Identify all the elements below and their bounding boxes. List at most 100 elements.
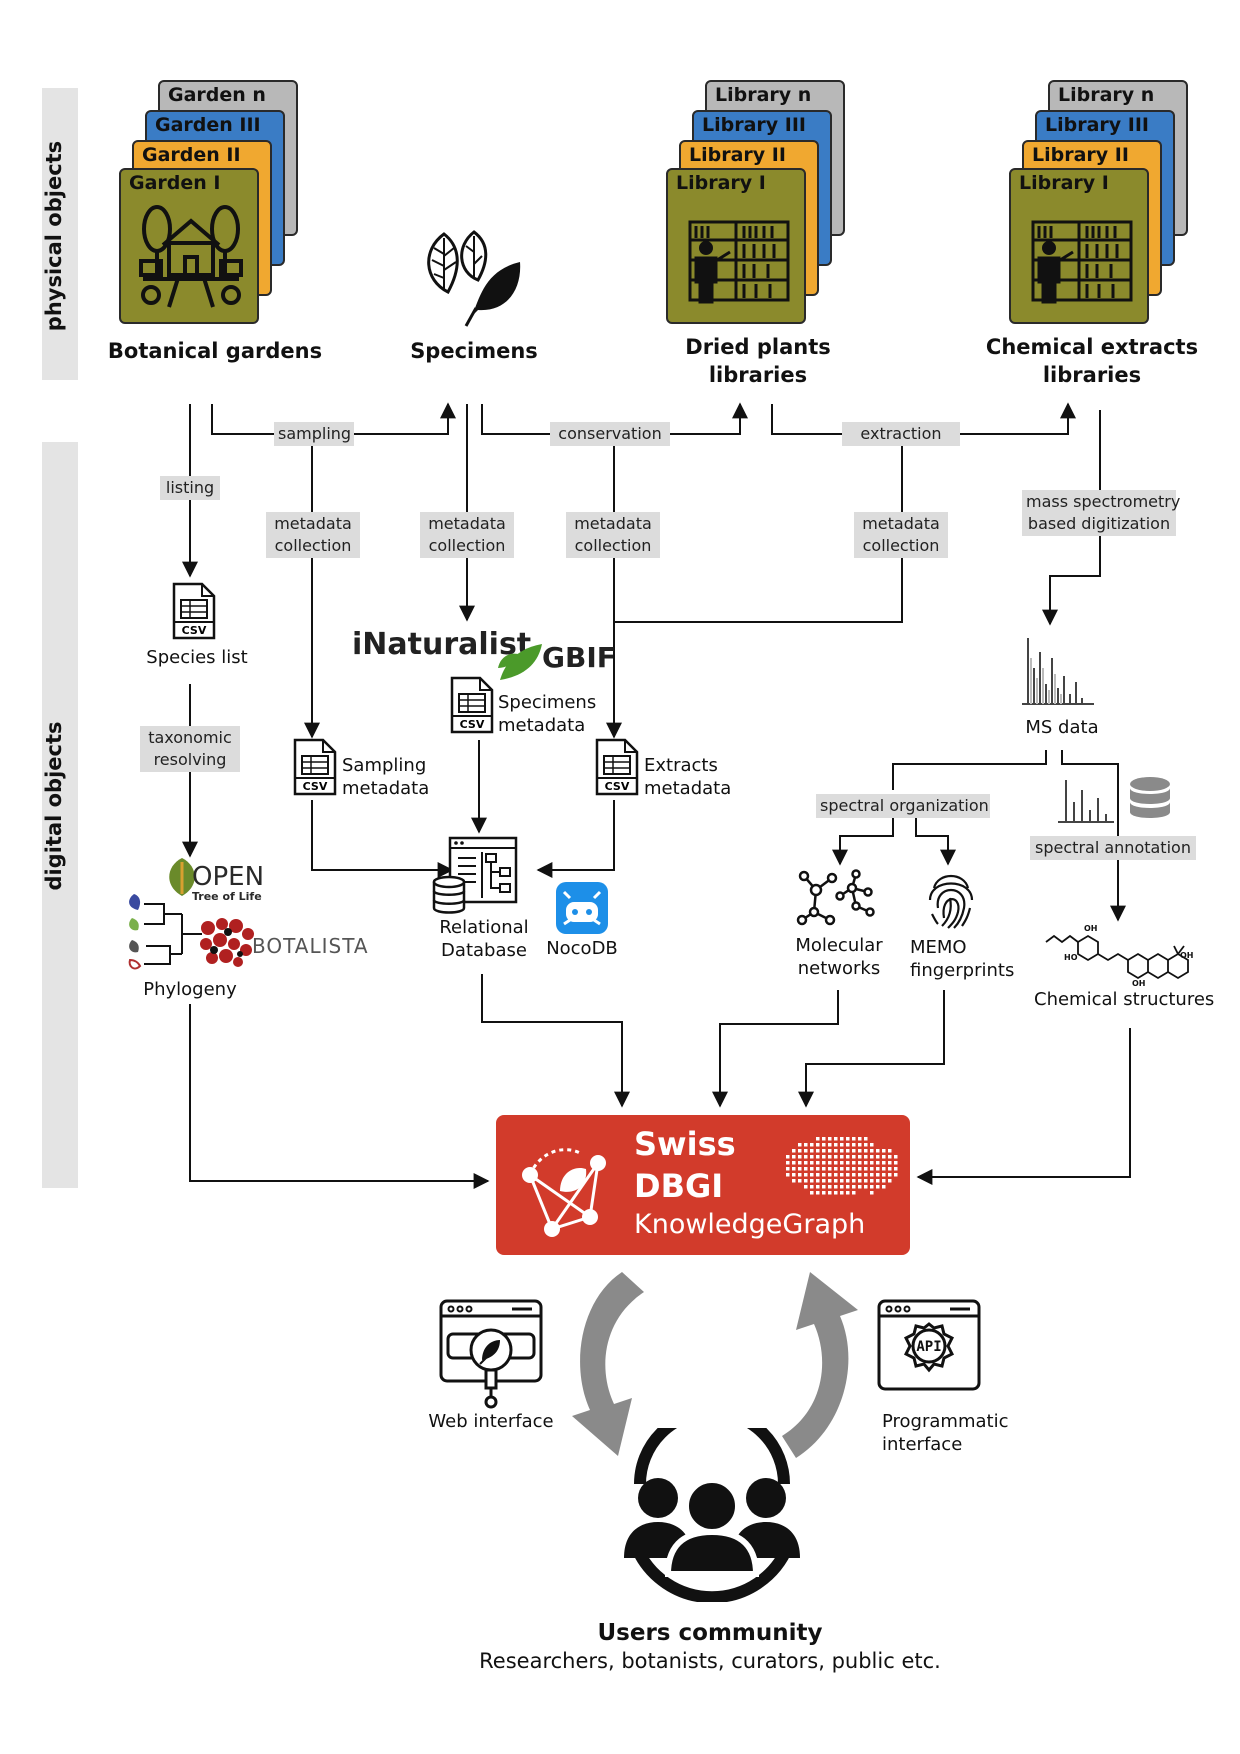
map-dot	[846, 1173, 850, 1177]
map-dot	[828, 1137, 832, 1141]
map-dot	[810, 1143, 814, 1147]
api-text: API	[916, 1339, 941, 1355]
map-dot	[828, 1185, 832, 1189]
map-dot	[834, 1173, 838, 1177]
extracts-card-label: Library I	[1019, 172, 1109, 194]
kg-title-line1: Swiss	[634, 1125, 736, 1163]
map-dot	[864, 1155, 868, 1159]
metadata-collection-line2: collection	[862, 536, 940, 555]
map-dot	[858, 1149, 862, 1153]
metadata-collection-line2: collection	[574, 536, 652, 555]
chemical-extracts-title: Chemical extracts libraries	[972, 333, 1212, 389]
sampling-label: sampling	[274, 422, 354, 446]
web-interface-icon	[439, 1299, 543, 1409]
map-dot	[894, 1173, 898, 1177]
extracts-metadata-label: Extracts metadata	[644, 754, 731, 800]
map-dot	[786, 1173, 790, 1177]
csv-text: CSV	[460, 718, 485, 731]
ms-data-label: MS data	[1025, 717, 1099, 738]
map-dot	[822, 1173, 826, 1177]
csv-file-icon: CSV	[172, 582, 216, 640]
map-dot	[834, 1167, 838, 1171]
extraction-metadata-collection-label: metadata collection	[854, 512, 948, 558]
map-dot	[846, 1167, 850, 1171]
map-dot	[810, 1161, 814, 1165]
map-dot	[834, 1143, 838, 1147]
map-dot	[816, 1137, 820, 1141]
map-dot	[846, 1149, 850, 1153]
map-dot	[828, 1143, 832, 1147]
map-dot	[792, 1173, 796, 1177]
map-dot	[828, 1155, 832, 1159]
conservation-label: conservation	[550, 422, 670, 446]
garden-card-label: Garden I	[129, 172, 221, 194]
map-dot	[798, 1179, 802, 1183]
metadata-collection-line1: metadata	[862, 514, 940, 533]
map-dot	[858, 1143, 862, 1147]
map-dot	[864, 1137, 868, 1141]
map-dot	[828, 1191, 832, 1195]
map-dot	[840, 1179, 844, 1183]
nocodb-label: NocoDB	[546, 938, 618, 959]
phylogeny-tree-icon	[128, 894, 202, 970]
csv-text: CSV	[182, 624, 207, 637]
map-dot	[894, 1155, 898, 1159]
map-dot	[810, 1155, 814, 1159]
map-dot	[822, 1149, 826, 1153]
molecular-networks-line2: networks	[797, 958, 881, 979]
sampling-metadata-line1: Sampling	[342, 755, 427, 776]
map-dot	[858, 1179, 862, 1183]
chemical-extracts-title-line2: libraries	[1042, 363, 1142, 387]
map-dot	[870, 1191, 874, 1195]
nocodb-icon	[556, 882, 608, 934]
map-dot	[870, 1179, 874, 1183]
leaves-icon	[427, 230, 521, 327]
map-dot	[858, 1161, 862, 1165]
map-dot	[876, 1179, 880, 1183]
map-dot	[816, 1167, 820, 1171]
map-dot	[792, 1161, 796, 1165]
map-dot	[864, 1179, 868, 1183]
specimens-metadata-line2: metadata	[498, 715, 586, 736]
map-dot	[834, 1137, 838, 1141]
extracts-card-label: Library III	[1045, 114, 1149, 136]
map-dot	[816, 1143, 820, 1147]
map-dot	[870, 1185, 874, 1189]
relational-database-line1: Relational	[439, 917, 529, 938]
map-dot	[828, 1149, 832, 1153]
map-dot	[804, 1179, 808, 1183]
map-dot	[840, 1185, 844, 1189]
map-dot	[846, 1179, 850, 1183]
csv-file-icon: CSV	[450, 676, 494, 734]
map-dot	[870, 1167, 874, 1171]
map-dot	[810, 1167, 814, 1171]
map-dot	[876, 1155, 880, 1159]
map-dot	[840, 1137, 844, 1141]
map-dot	[882, 1161, 886, 1165]
map-dot	[882, 1179, 886, 1183]
map-dot	[852, 1167, 856, 1171]
map-dot	[852, 1179, 856, 1183]
sampling-metadata-label: Sampling metadata	[342, 754, 429, 800]
map-dot	[858, 1137, 862, 1141]
kg-title-line2: DBGI	[634, 1167, 724, 1205]
interaction-cycle-arrows	[572, 1272, 858, 1458]
chemical-structure-icon: OH HO OH OH	[1045, 924, 1194, 986]
users-community-title: Users community	[597, 1620, 823, 1646]
map-dot	[828, 1161, 832, 1165]
web-interface-label: Web interface	[428, 1411, 554, 1432]
dried-card-label: Library I	[676, 172, 766, 194]
map-dot	[822, 1137, 826, 1141]
database-icon	[1130, 777, 1170, 818]
annotation-spectrum-icon	[1058, 780, 1114, 823]
swiss-dbgi-knowledge-graph: Swiss DBGI KnowledgeGraph	[496, 1115, 910, 1255]
dried-card-label: Library III	[702, 114, 806, 136]
map-dot	[870, 1173, 874, 1177]
map-dot	[804, 1167, 808, 1171]
relational-database-icon	[432, 836, 518, 914]
garden-card-label: Garden n	[168, 84, 266, 106]
map-dot	[846, 1161, 850, 1165]
metadata-collection-line2: collection	[274, 536, 352, 555]
map-dot	[888, 1161, 892, 1165]
map-dot	[840, 1161, 844, 1165]
